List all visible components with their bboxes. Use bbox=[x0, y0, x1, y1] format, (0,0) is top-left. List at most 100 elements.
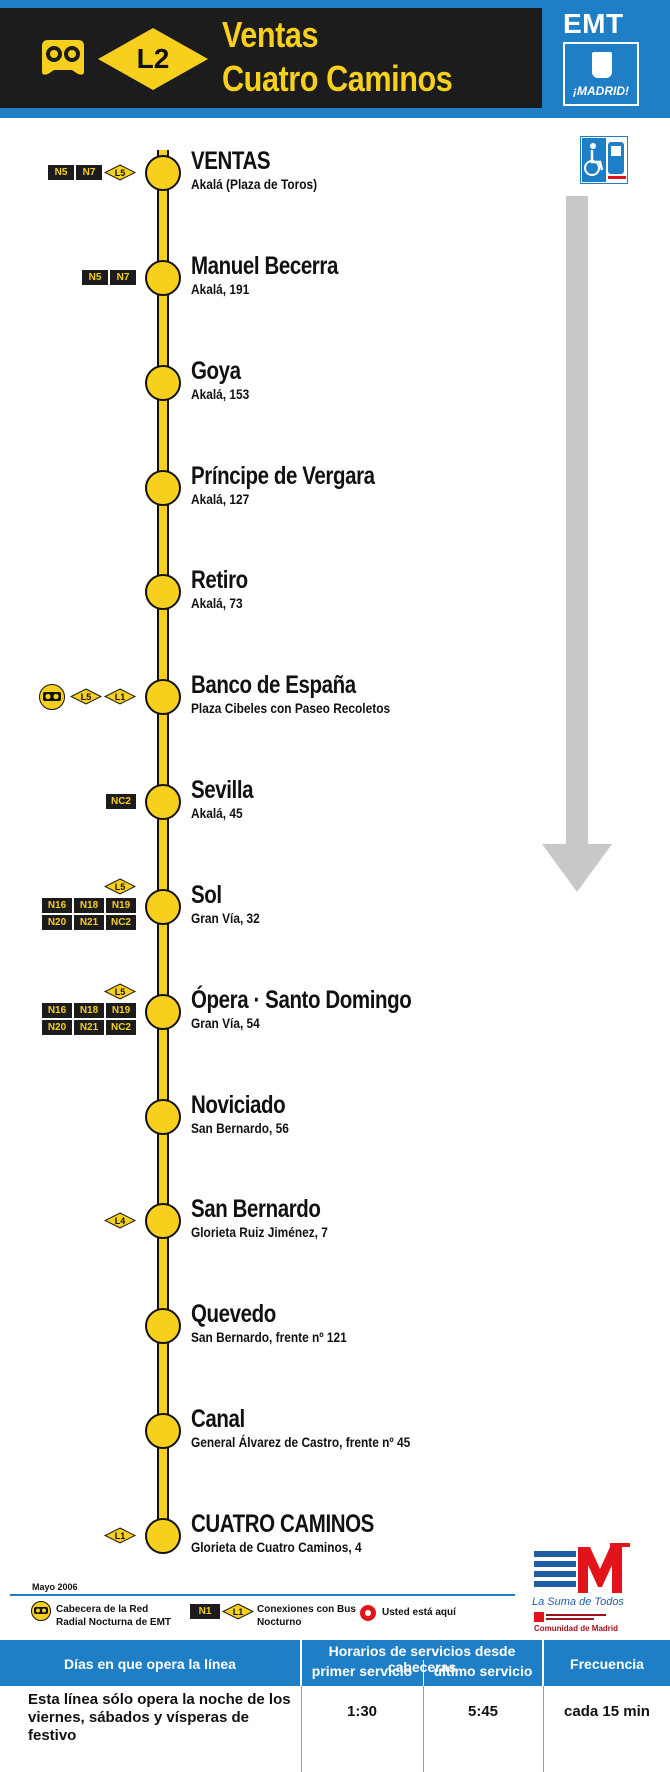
connecting-line-label: L5 bbox=[114, 167, 126, 178]
stop-name: Quevedo bbox=[191, 1300, 276, 1328]
metro-tagline: La Suma de Todos bbox=[532, 1596, 624, 1608]
legend-line-label: L1 bbox=[232, 1606, 244, 1617]
night-bus-badge: N19 bbox=[106, 1003, 136, 1018]
stop-name: CUATRO CAMINOS bbox=[191, 1510, 374, 1538]
connecting-line-label: L5 bbox=[114, 986, 126, 997]
night-bus-badge: NC2 bbox=[106, 915, 136, 930]
night-bus-badge: NC2 bbox=[106, 794, 136, 809]
line-badge-diamond bbox=[98, 28, 208, 90]
top-accent-bar bbox=[0, 0, 670, 8]
stop-name: Sevilla bbox=[191, 776, 254, 804]
stop-street: Akalá, 153 bbox=[191, 386, 250, 402]
stop-name: Goya bbox=[191, 357, 241, 385]
metro-logo bbox=[534, 1543, 630, 1593]
direction-arrow-head bbox=[542, 844, 612, 892]
legend-connections-text: Conexiones con Bus Nocturno bbox=[257, 1604, 356, 1628]
night-bus-badge: N5 bbox=[48, 165, 74, 180]
stop-name: Canal bbox=[191, 1405, 245, 1433]
madrid-logo-text: ¡MADRID! bbox=[573, 84, 629, 98]
night-bus-badge: NC2 bbox=[106, 1020, 136, 1035]
direction-arrow-shaft bbox=[566, 196, 588, 846]
route-title-destination: Cuatro Caminos bbox=[222, 58, 453, 99]
stop-marker bbox=[145, 470, 181, 506]
stop-name: Retiro bbox=[191, 566, 248, 594]
legend-here-text: Usted está aquí bbox=[382, 1607, 456, 1618]
col-frequency-header: Frecuencia bbox=[570, 1656, 644, 1672]
connecting-line-label: L5 bbox=[114, 881, 126, 892]
stop-marker bbox=[145, 1099, 181, 1135]
stop-marker bbox=[145, 1308, 181, 1344]
stop-street: San Bernardo, 56 bbox=[191, 1120, 289, 1136]
stop-street: Akalá, 73 bbox=[191, 595, 243, 611]
stop-street: San Bernardo, frente nº 121 bbox=[191, 1329, 347, 1345]
stop-marker bbox=[145, 784, 181, 820]
connecting-line-label: L4 bbox=[114, 1215, 126, 1226]
region-logo bbox=[534, 1612, 606, 1622]
schedule-header bbox=[0, 1640, 670, 1686]
stop-name: Príncipe de Vergara bbox=[191, 462, 375, 490]
col-first-header: primer servicio bbox=[311, 1663, 413, 1679]
stop-name: VENTAS bbox=[191, 147, 271, 175]
route-title-origin: Ventas bbox=[222, 14, 319, 55]
col-last-header: último servicio bbox=[433, 1663, 533, 1679]
night-bus-badge: N18 bbox=[74, 898, 104, 913]
night-bus-badge: N20 bbox=[42, 1020, 72, 1035]
col-hours-header: Horarios de servicios desde cabeceras bbox=[328, 1643, 516, 1675]
connecting-line-diamond: L1 bbox=[104, 1527, 136, 1544]
table-divider bbox=[543, 1686, 544, 1772]
connecting-line-diamond: L5 bbox=[104, 878, 136, 895]
table-divider bbox=[301, 1686, 302, 1772]
stop-marker bbox=[145, 889, 181, 925]
night-bus-badge: N5 bbox=[82, 270, 108, 285]
night-bus-badge: N20 bbox=[42, 915, 72, 930]
stop-street: General Álvarez de Castro, frente nº 45 bbox=[191, 1434, 411, 1450]
stop-marker bbox=[145, 994, 181, 1030]
stop-marker bbox=[145, 679, 181, 715]
operating-days: Esta línea sólo opera la noche de los vi… bbox=[28, 1691, 291, 1744]
night-hub-icon bbox=[31, 1601, 51, 1621]
stop-street: Gran Vía, 54 bbox=[191, 1015, 260, 1031]
you-are-here-icon bbox=[360, 1605, 376, 1621]
madrid-shield-icon bbox=[592, 52, 612, 78]
table-divider bbox=[423, 1686, 424, 1772]
connecting-line-diamond: L5 bbox=[70, 688, 102, 705]
stop-name: Sol bbox=[191, 881, 222, 909]
connecting-line-diamond: L5 bbox=[104, 983, 136, 1000]
stop-street: Glorieta de Cuatro Caminos, 4 bbox=[191, 1539, 362, 1555]
night-bus-badge: N7 bbox=[110, 270, 136, 285]
stop-street: Akalá, 45 bbox=[191, 805, 243, 821]
legend-night-bus-badge: N1 bbox=[190, 1604, 220, 1619]
stop-name: Ópera · Santo Domingo bbox=[191, 986, 412, 1014]
operator-logo: EMT bbox=[563, 8, 624, 39]
connecting-line-label: L1 bbox=[114, 691, 126, 702]
owl-icon bbox=[42, 40, 84, 75]
region-name: Comunidad de Madrid bbox=[534, 1624, 618, 1633]
service-frequency: cada 15 min bbox=[564, 1703, 650, 1720]
night-bus-badge: N7 bbox=[76, 165, 102, 180]
night-bus-badge: N21 bbox=[74, 1020, 104, 1035]
night-bus-badge: N19 bbox=[106, 898, 136, 913]
stop-street: Akalá (Plaza de Toros) bbox=[191, 176, 318, 192]
header-blue-stripe bbox=[0, 108, 670, 118]
stop-marker bbox=[145, 155, 181, 191]
madrid-logo: ¡MADRID! bbox=[563, 42, 639, 106]
night-hub-icon bbox=[39, 684, 65, 710]
col-days-header: Días en que opera la línea bbox=[64, 1656, 236, 1672]
stop-marker bbox=[145, 1413, 181, 1449]
stop-street: Glorieta Ruiz Jiménez, 7 bbox=[191, 1224, 328, 1240]
header-bar bbox=[0, 8, 542, 116]
stop-street: Gran Vía, 32 bbox=[191, 910, 260, 926]
connecting-line-diamond: L1 bbox=[104, 688, 136, 705]
footer-divider bbox=[10, 1594, 515, 1596]
stop-name: Manuel Becerra bbox=[191, 252, 338, 280]
table-divider bbox=[423, 1660, 424, 1686]
stop-name: San Bernardo bbox=[191, 1195, 321, 1223]
stop-marker bbox=[145, 365, 181, 401]
night-bus-badge: N18 bbox=[74, 1003, 104, 1018]
stop-name: Banco de España bbox=[191, 671, 356, 699]
legend-line-diamond: L1 bbox=[222, 1603, 254, 1620]
connecting-line-diamond: L4 bbox=[104, 1212, 136, 1229]
legend-hub-text: Cabecera de la Red Radial Nocturna de EM… bbox=[56, 1604, 172, 1628]
stop-street: Akalá, 127 bbox=[191, 491, 250, 507]
night-bus-badge: N16 bbox=[42, 898, 72, 913]
